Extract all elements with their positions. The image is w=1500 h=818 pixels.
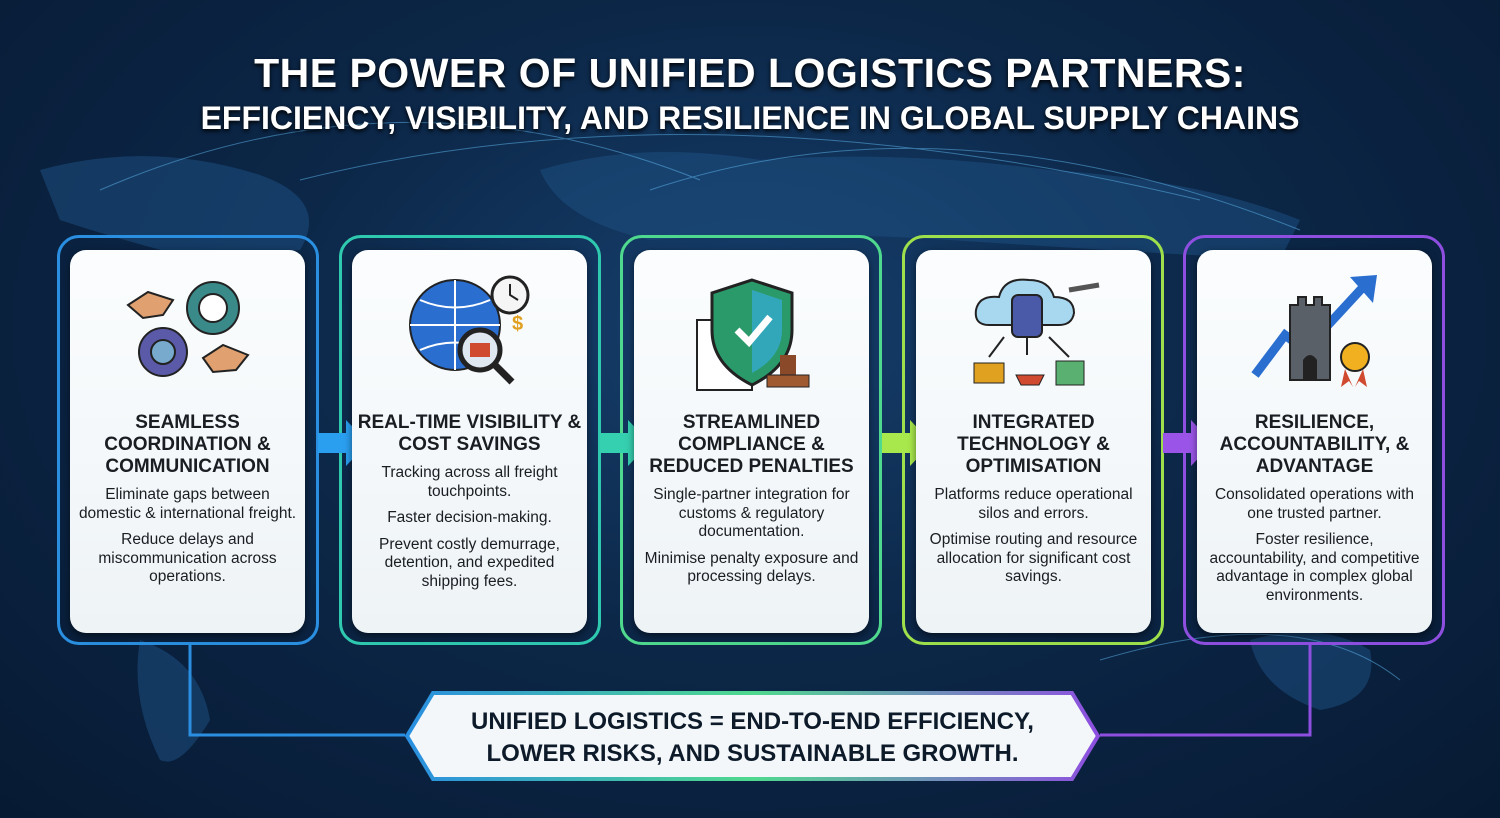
- card-text: Eliminate gaps between domestic & intern…: [78, 486, 297, 522]
- card-title: REAL-TIME VISIBILITY & COST SAVINGS: [357, 412, 582, 455]
- cloud-database-icon: [916, 250, 1151, 410]
- title-line-1: THE POWER OF UNIFIED LOGISTICS PARTNERS:: [254, 50, 1246, 96]
- summary-text: UNIFIED LOGISTICS = END-TO-END EFFICIENC…: [405, 706, 1100, 770]
- frame-1: [57, 235, 319, 645]
- summary-banner: [405, 691, 1100, 781]
- card-title: INTEGRATED TECHNOLOGY & OPTIMISATION: [957, 412, 1110, 477]
- card-text: Optimise routing and resource allocation…: [929, 531, 1138, 585]
- handshake-gears-icon: [70, 250, 305, 410]
- globe-magnifier-icon: $: [352, 250, 587, 410]
- card-resilience: RESILIENCE, ACCOUNTABILITY, & ADVANTAGE …: [1197, 250, 1432, 633]
- card-technology: INTEGRATED TECHNOLOGY & OPTIMISATION Pla…: [916, 250, 1151, 633]
- summary-line-1: UNIFIED LOGISTICS = END-TO-END EFFICIENC…: [471, 708, 1034, 735]
- shield-check-icon: [634, 250, 869, 410]
- castle-growth-icon: [1197, 250, 1432, 410]
- card-title: RESILIENCE, ACCOUNTABILITY, & ADVANTAGE: [1219, 412, 1410, 477]
- card-compliance: STREAMLINED COMPLIANCE & REDUCED PENALTI…: [634, 250, 869, 633]
- card-visibility: $ REAL-TIME VISIBILITY & COST SAVINGS Tr…: [352, 250, 587, 633]
- card-title: SEAMLESS COORDINATION & COMMUNICATION: [104, 412, 271, 477]
- card-text: Consolidated operations with one trusted…: [1214, 486, 1415, 522]
- card-text: Foster resilience, accountability, and c…: [1209, 531, 1420, 604]
- title-line-2: EFFICIENCY, VISIBILITY, AND RESILIENCE I…: [200, 100, 1300, 136]
- card-text: Faster decision-making.: [387, 509, 552, 526]
- card-text: Prevent costly demurrage, detention, and…: [379, 535, 560, 590]
- card-text: Platforms reduce operational silos and e…: [934, 486, 1133, 522]
- card-text: Reduce delays and miscommunication acros…: [98, 531, 277, 585]
- card-title: STREAMLINED COMPLIANCE & REDUCED PENALTI…: [649, 412, 854, 477]
- svg-text:$: $: [512, 313, 523, 335]
- card-text: Minimise penalty exposure and processing…: [644, 549, 859, 586]
- summary-line-2: LOWER RISKS, AND SUSTAINABLE GROWTH.: [486, 740, 1019, 767]
- card-coordination: SEAMLESS COORDINATION & COMMUNICATION El…: [70, 250, 305, 633]
- card-text: Tracking across all freight touchpoints.: [381, 464, 558, 500]
- card-text: Single-partner integration for customs &…: [653, 486, 850, 540]
